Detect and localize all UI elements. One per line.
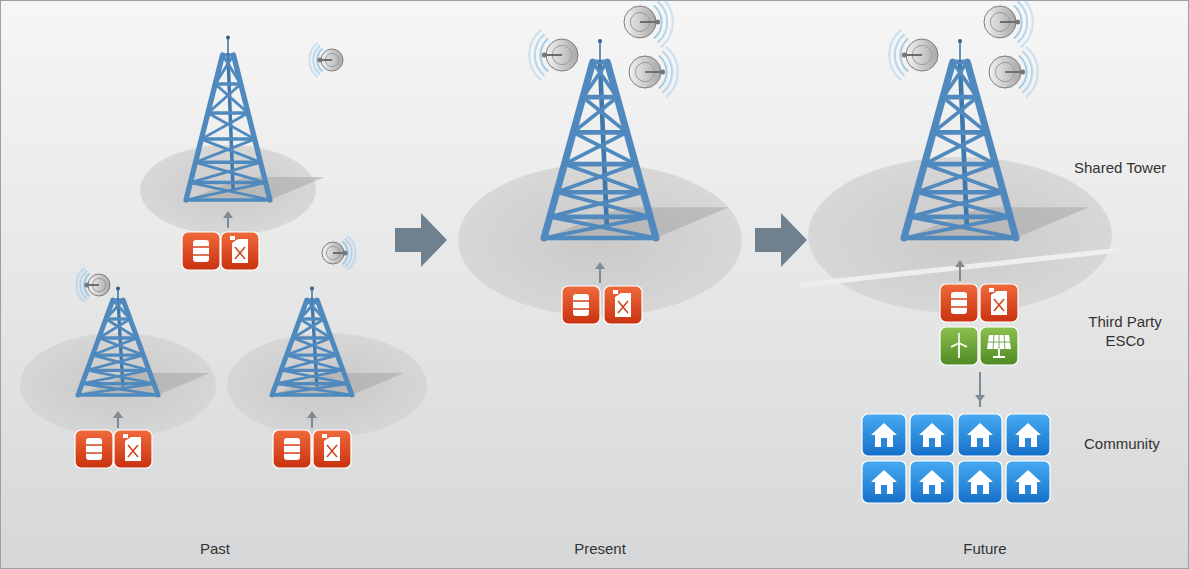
disc-split	[800, 250, 1120, 285]
microwave-dish	[529, 30, 578, 80]
caption-label: Third Party ESCo	[1080, 312, 1170, 350]
jerrycan-icon	[221, 232, 259, 270]
caption-label: Past	[170, 539, 260, 558]
caption-label: Present	[550, 539, 650, 558]
microwave-dish	[309, 43, 343, 78]
house-icon	[862, 461, 906, 503]
flow-arrow	[955, 260, 965, 281]
house-icon	[910, 414, 954, 456]
flow-arrow	[975, 372, 985, 407]
jerrycan-icon	[980, 284, 1018, 322]
caption-label: Community	[1084, 434, 1184, 453]
progression-arrow	[395, 213, 447, 267]
fuel-barrel-icon	[940, 284, 978, 322]
flow-arrow	[595, 262, 605, 283]
solar-panel-icon	[980, 327, 1018, 365]
lattice-tower	[904, 39, 1089, 238]
microwave-dish	[989, 47, 1038, 97]
microwave-dish	[322, 236, 356, 271]
house-icon	[1006, 461, 1050, 503]
fuel-barrel-icon	[273, 430, 311, 468]
ground-disc	[20, 333, 216, 437]
microwave-dish	[629, 47, 678, 97]
fuel-barrel-icon	[182, 232, 220, 270]
lattice-tower	[544, 39, 729, 238]
jerrycan-icon	[114, 430, 152, 468]
microwave-dish	[624, 0, 673, 47]
microwave-dish	[984, 0, 1033, 47]
microwave-dish	[76, 268, 110, 303]
house-icon	[958, 414, 1002, 456]
ground-disc	[227, 333, 427, 437]
house-icon	[958, 461, 1002, 503]
caption-label: Shared Tower	[1074, 158, 1184, 177]
lattice-tower	[186, 36, 325, 200]
lattice-tower	[78, 287, 210, 395]
caption-label: Future	[935, 539, 1035, 558]
wind-turbine-icon	[940, 327, 978, 365]
jerrycan-icon	[604, 286, 642, 324]
house-icon	[862, 414, 906, 456]
house-icon	[1006, 414, 1050, 456]
fuel-barrel-icon	[75, 430, 113, 468]
fuel-barrel-icon	[562, 286, 600, 324]
lattice-tower	[272, 287, 404, 395]
jerrycan-icon	[313, 430, 351, 468]
flow-arrow	[307, 411, 317, 428]
progression-arrow	[755, 213, 807, 267]
flow-arrow	[113, 411, 123, 428]
house-icon	[910, 461, 954, 503]
microwave-dish	[889, 30, 938, 80]
flow-arrow	[223, 211, 233, 228]
